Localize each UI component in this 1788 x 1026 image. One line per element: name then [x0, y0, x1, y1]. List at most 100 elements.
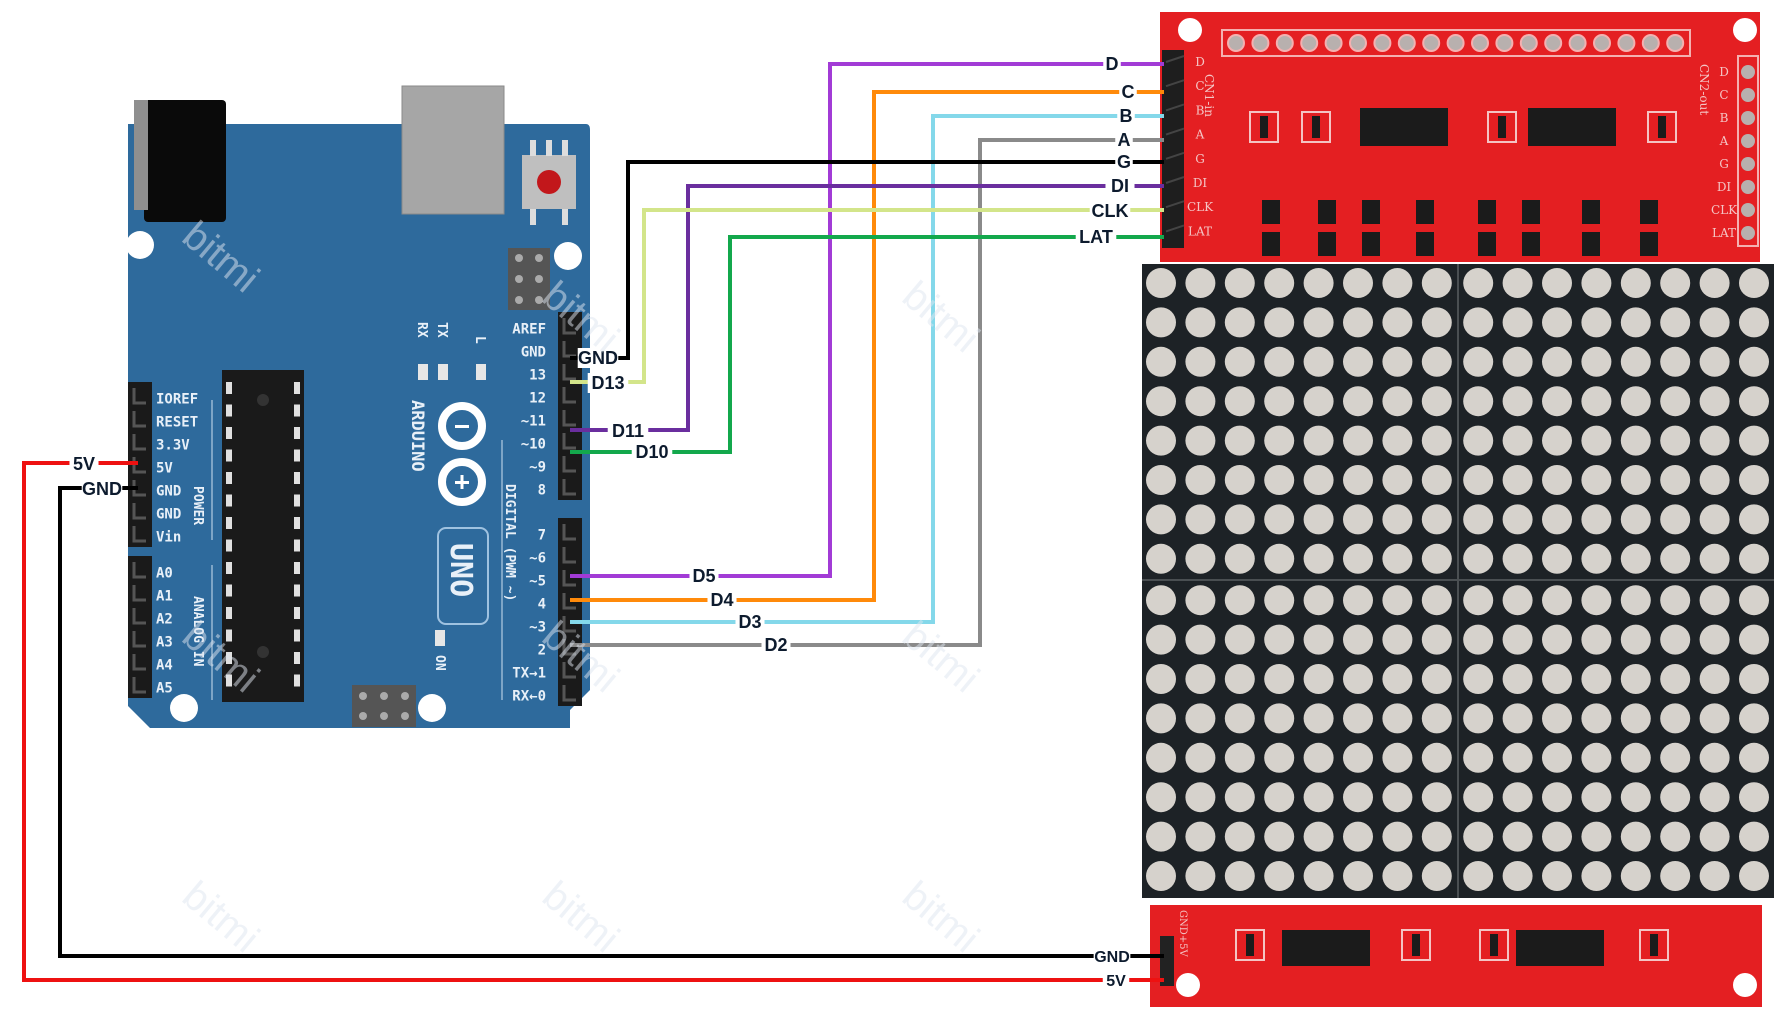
cn2-label: CN2-out: [1697, 64, 1711, 115]
reset-pin: [530, 140, 536, 156]
led-dot: [1185, 425, 1216, 456]
resistor-pack: [1312, 116, 1320, 138]
led-dot: [1620, 742, 1651, 773]
led-dot: [1421, 585, 1452, 616]
led-dot: [1185, 861, 1216, 891]
resistor-pack-outline: [1479, 929, 1509, 961]
chip-pin: [226, 607, 232, 619]
chip-pin: [294, 494, 300, 507]
led-dot: [1463, 742, 1494, 773]
led-dot: [1146, 624, 1176, 655]
led-dot: [1660, 624, 1691, 655]
led-dot: [1421, 543, 1452, 574]
header-pin-label: A5: [156, 681, 173, 697]
led-dot: [1146, 664, 1176, 694]
chip-pin: [226, 629, 232, 642]
label-d13-text: D13: [591, 373, 624, 393]
icsp-header-bottom: [352, 685, 416, 727]
led-dot: [1343, 543, 1373, 574]
led-dot: [1303, 861, 1334, 891]
led-dot: [1463, 585, 1494, 616]
led-dot: [1542, 543, 1572, 574]
header-body: [558, 312, 582, 500]
input-pin-silk-label: D: [1195, 55, 1205, 69]
header-pin: [1165, 79, 1185, 88]
usb-connector: [401, 85, 505, 215]
led-dot: [1739, 624, 1769, 655]
label-pin-clk-bg: [1089, 201, 1131, 221]
led-dot: [1502, 465, 1533, 495]
led-dot: [1542, 624, 1572, 655]
led-dot: [1421, 624, 1452, 655]
resistor-pack: [1246, 934, 1254, 956]
led-dot: [1502, 782, 1533, 813]
led-dot: [1185, 585, 1216, 616]
header-socket: [562, 685, 576, 702]
top-pad-row: [1227, 34, 1685, 52]
led-dot: [1382, 585, 1413, 616]
header-pin-label: A1: [156, 589, 173, 605]
led-dot: [1739, 386, 1769, 417]
led-dot: [1739, 346, 1769, 377]
led-dot: [1660, 703, 1691, 734]
led-dot: [1382, 821, 1413, 852]
output-pin-silk-label: LAT: [1712, 226, 1736, 240]
resistor-pack-outline: [1401, 929, 1431, 961]
resistor-pack: [1658, 116, 1666, 138]
header-socket: [562, 433, 576, 450]
chip-pin: [226, 517, 232, 529]
led-dot: [1303, 543, 1334, 574]
label-arduino-gnd-bg: [577, 348, 619, 368]
led-dot: [1224, 268, 1255, 298]
led-dot: [1542, 861, 1572, 891]
header-socket: [132, 677, 146, 694]
header-socket: [562, 593, 576, 610]
header-socket: [562, 318, 576, 335]
led-dot: [1660, 782, 1691, 813]
reset-button-cap[interactable]: [537, 170, 561, 194]
led-dot: [1185, 821, 1216, 852]
header-socket: [132, 631, 146, 648]
led-dot: [1581, 742, 1612, 773]
header-socket: [562, 547, 576, 564]
led-dot: [1185, 307, 1216, 338]
label-d13: D13: [587, 373, 629, 393]
chip-pin: [226, 494, 232, 507]
led-dot: [1542, 742, 1572, 773]
header-pin-label: 3.3V: [156, 438, 190, 454]
header-pin-label: 5V: [156, 461, 173, 477]
pad: [1422, 34, 1441, 52]
led-dot: [1502, 346, 1533, 377]
label-d10-text: D10: [635, 442, 668, 462]
led-dot: [1739, 703, 1769, 734]
output-pad: [1741, 88, 1755, 102]
transistor: [1478, 232, 1496, 256]
pad: [1373, 34, 1392, 52]
led-dot: [1382, 346, 1413, 377]
transistor: [1416, 232, 1434, 256]
led-dot: [1463, 861, 1494, 891]
led-dot: [1264, 307, 1295, 338]
chip-pin: [226, 674, 232, 687]
led-dot: [1620, 821, 1651, 852]
label-pin-c: C: [1119, 82, 1137, 102]
arduino-uno-board: RX TX L ON ARDUINO UNO DIGITAL (PWM ~) P…: [126, 85, 590, 728]
led-dot: [1421, 703, 1452, 734]
l-label: L: [472, 336, 487, 344]
wire-labels: GNDD13D11D10D5D4D3D25VGNDDCBAGDICLKLATGN…: [69, 54, 1137, 990]
mounting-hole: [1176, 973, 1200, 997]
input-pin-silk-label: LAT: [1188, 224, 1212, 238]
led-dot: [1421, 782, 1452, 813]
led-dot: [1303, 307, 1334, 338]
led-dot: [1581, 624, 1612, 655]
led-dot: [1264, 624, 1295, 655]
led-dot: [1382, 307, 1413, 338]
chip-dot: [257, 646, 269, 658]
chip-pin: [294, 449, 300, 462]
led-dot: [1146, 861, 1176, 891]
pad: [1324, 34, 1343, 52]
led-dot: [1463, 425, 1494, 456]
chip-pin: [226, 382, 232, 394]
